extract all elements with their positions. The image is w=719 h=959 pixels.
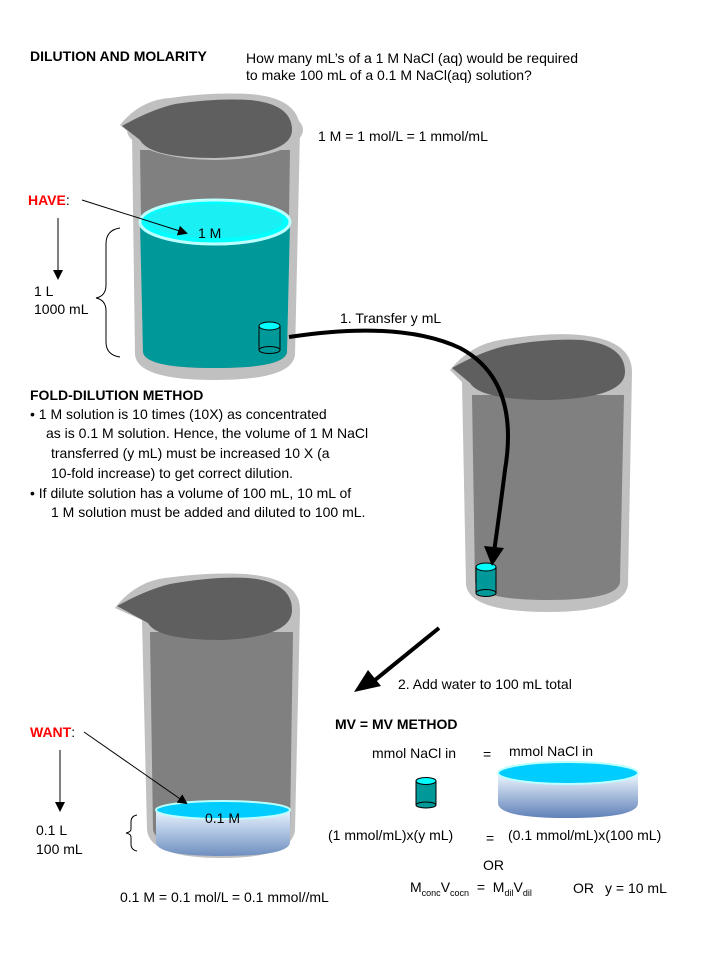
middle-cylinder [475, 562, 497, 597]
want-equivalence: 0.1 M = 0.1 mol/L = 0.1 mmol//mL [120, 889, 329, 905]
step1-label: 1. Transfer y mL [340, 310, 442, 326]
page-title: DILUTION AND MOLARITY [30, 48, 207, 64]
mv-method-title: MV = MV METHOD [335, 716, 458, 732]
question-line-2: to make 100 mL of a 0.1 M NaCl(aq) solut… [246, 67, 532, 83]
mv-right-expression: (0.1 mmol/mL)x(100 mL) [508, 827, 662, 843]
want-volume-ml: 100 mL [36, 841, 83, 857]
want-label: WANT: [30, 724, 76, 740]
fold-method-title: FOLD-DILUTION METHOD [30, 387, 204, 403]
mv-caption-equals: = [483, 746, 492, 762]
fold-line-4: 10-fold increase) to get correct dilutio… [51, 465, 294, 481]
want-pointer-line [83, 731, 188, 805]
mv-expression-equals: = [486, 830, 495, 846]
mv-left-caption: mmol NaCl in [372, 745, 457, 761]
mv-or-1: OR [483, 857, 504, 873]
have-pointer-line [81, 199, 188, 236]
want-beaker [115, 573, 300, 858]
transfer-arrow [288, 328, 510, 553]
have-equivalence: 1 M = 1 mol/L = 1 mmol/mL [318, 128, 488, 144]
have-label: HAVE: [28, 192, 70, 208]
transfer-cylinder [258, 321, 281, 354]
want-volume-l: 0.1 L [36, 822, 68, 838]
fold-line-5: • If dilute solution has a volume of 100… [30, 485, 352, 501]
have-volume-brace [95, 227, 121, 358]
fold-line-1: • 1 M solution is 10 times (10X) as conc… [30, 406, 327, 422]
mv-result: y = 10 mL [605, 880, 667, 896]
transfer-arrow-head [484, 546, 504, 566]
mv-or-2: OR [573, 880, 594, 896]
fold-line-3: transferred (y mL) must be increased 10 … [51, 445, 330, 461]
mv-left-expression: (1 mmol/mL)x(y mL) [328, 827, 454, 843]
want-concentration-label: 0.1 M [205, 810, 241, 826]
have-volume-l: 1 L [34, 283, 54, 299]
have-volume-ml: 1000 mL [34, 301, 89, 317]
fold-line-2: as is 0.1 M solution. Hence, the volume … [46, 425, 369, 441]
step2-arrow-head [354, 670, 381, 692]
want-solution-disk [155, 800, 291, 856]
fold-line-6: 1 M solution must be added and diluted t… [51, 504, 366, 520]
step2-label: 2. Add water to 100 mL total [398, 676, 572, 692]
question-line-1: How many mL’s of a 1 M NaCl (aq) would b… [246, 50, 579, 66]
step2-arrow [373, 626, 441, 682]
mv-formula: MconcVcocn = MdilVdil [410, 879, 532, 898]
have-concentration-label: 1 M [198, 225, 222, 241]
mv-large-disk [497, 761, 639, 818]
want-volume-brace [125, 814, 138, 852]
mv-right-caption: mmol NaCl in [509, 743, 594, 759]
mv-small-cylinder [415, 777, 437, 809]
